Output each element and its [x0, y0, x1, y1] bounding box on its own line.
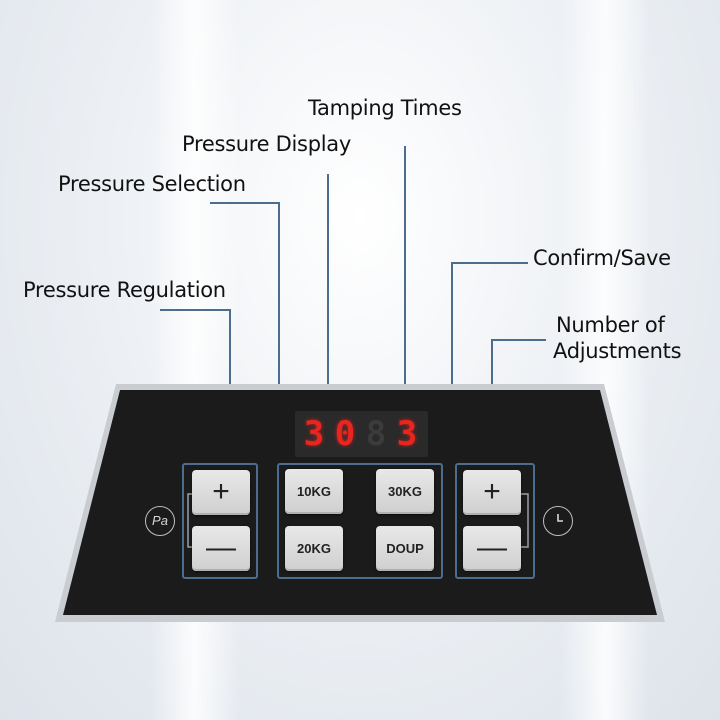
pressure-regulation-group	[182, 463, 258, 579]
pressure-selection-group	[277, 463, 443, 579]
pressure-regulation-label: Pressure Regulation	[23, 278, 226, 302]
display-digit-3: 8	[365, 414, 387, 454]
pressure-pa-icon: Pa	[145, 506, 175, 536]
pressure-30kg-button[interactable]: 30KG	[376, 469, 434, 514]
pressure-selection-leader	[210, 202, 280, 469]
display-digit-1: 3	[303, 414, 325, 454]
pressure-display: 3 0 8 3	[295, 411, 428, 457]
pressure-minus-button[interactable]: —	[192, 526, 250, 571]
pressure-10kg-button[interactable]: 10KG	[285, 469, 343, 514]
adjustments-group	[455, 463, 535, 579]
display-digit-2: 0	[334, 414, 356, 454]
number-of-adjustments-line2: Adjustments	[553, 339, 682, 363]
pressure-plus-button[interactable]: +	[192, 470, 250, 515]
number-of-adjustments-label: Number of Adjustments	[553, 312, 682, 364]
clock-icon	[543, 506, 573, 536]
display-digit-4: 3	[396, 414, 418, 454]
pressure-20kg-button[interactable]: 20KG	[285, 526, 343, 571]
tamping-times-label: Tamping Times	[308, 96, 462, 120]
pressure-selection-label: Pressure Selection	[58, 172, 246, 196]
confirm-save-label: Confirm/Save	[533, 246, 671, 270]
adjust-plus-button[interactable]: +	[463, 470, 521, 515]
adjust-minus-button[interactable]: —	[463, 526, 521, 571]
pressure-display-label: Pressure Display	[182, 132, 351, 156]
number-of-adjustments-line1: Number of	[556, 313, 665, 337]
doup-button[interactable]: DOUP	[376, 526, 434, 571]
